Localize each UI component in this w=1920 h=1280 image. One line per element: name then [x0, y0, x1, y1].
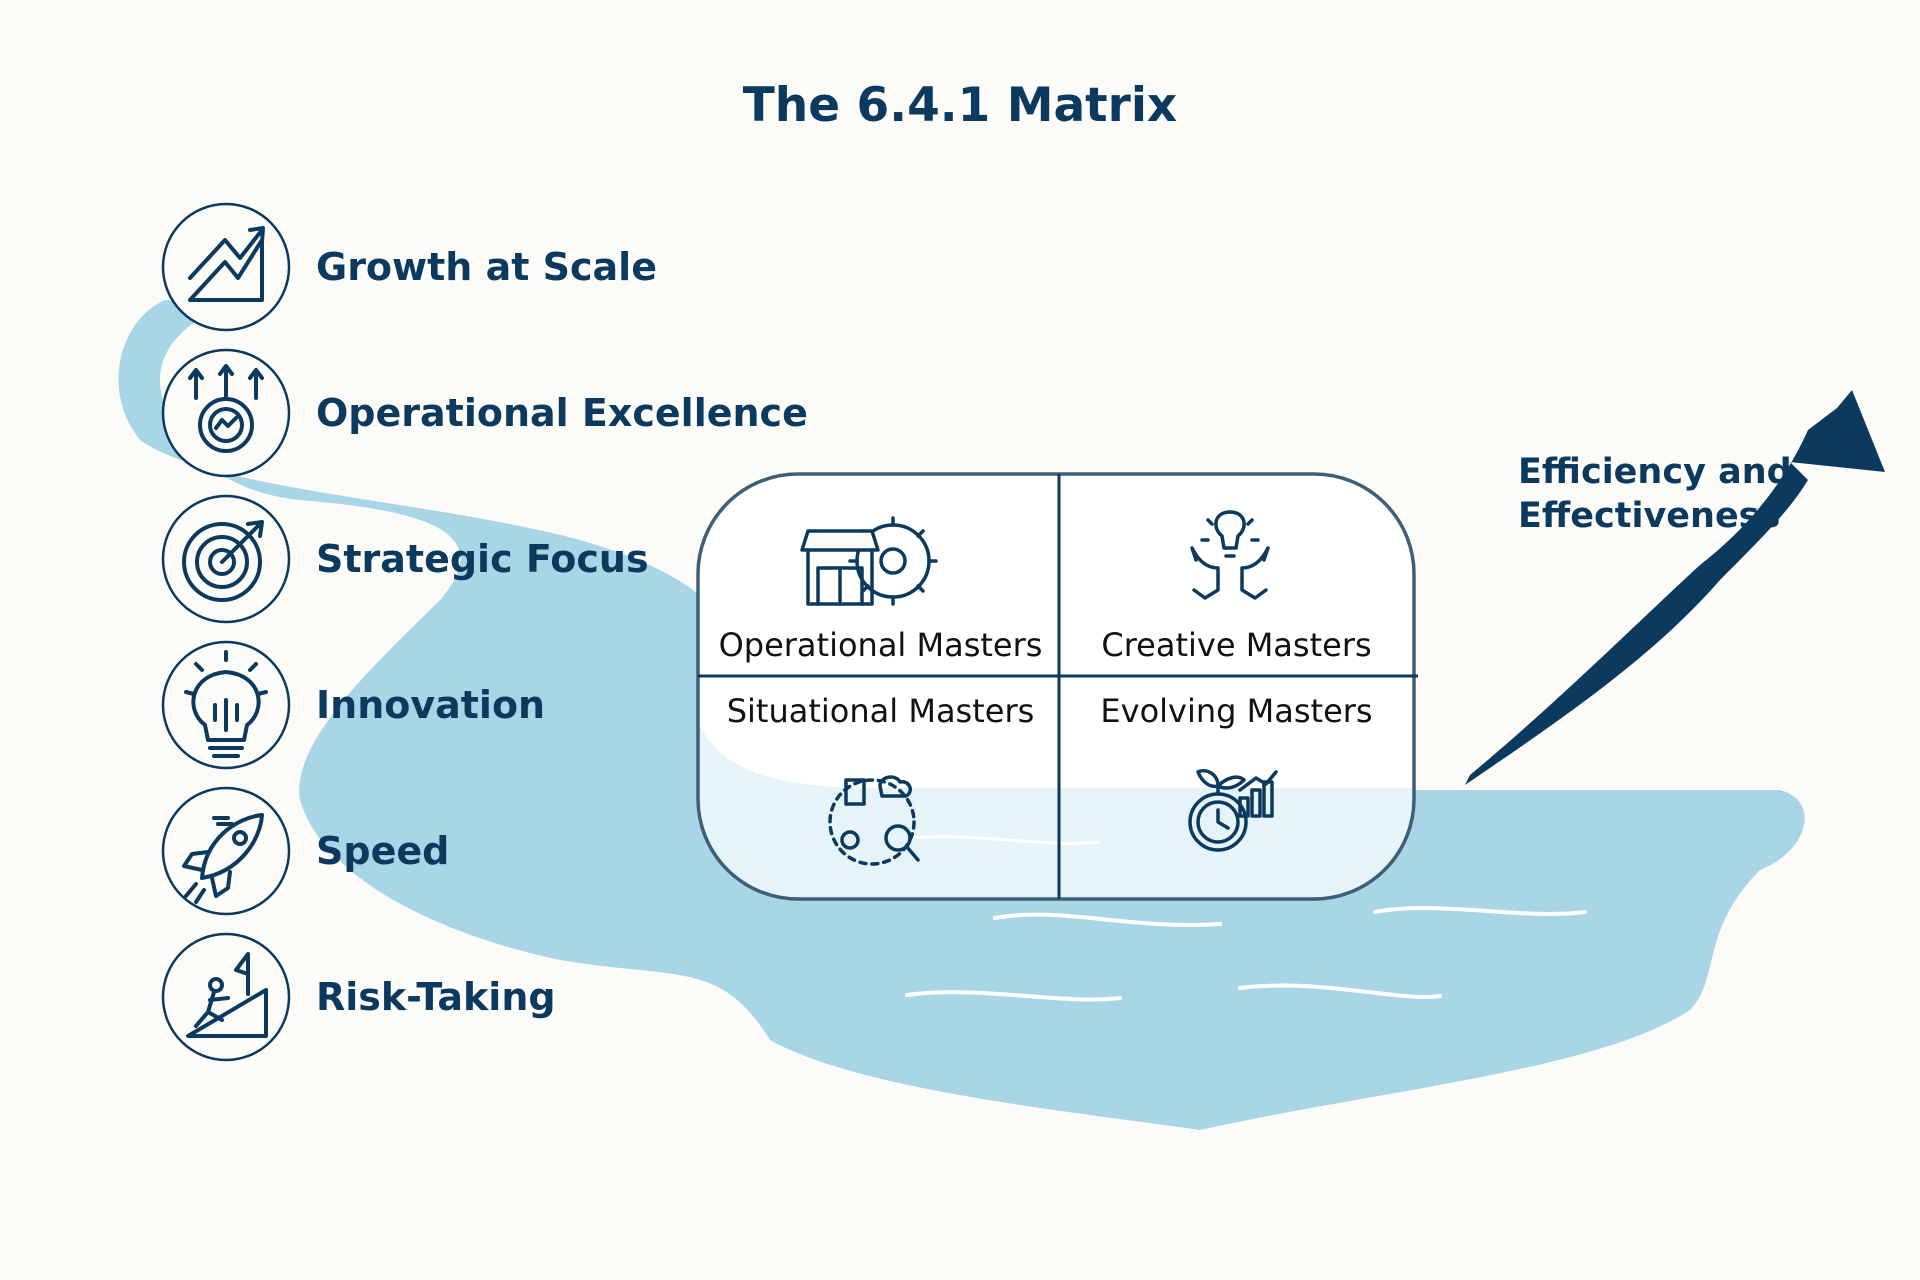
- river-shape: [118, 300, 1805, 1130]
- gear-arrows-icon: [188, 364, 264, 453]
- lightbulb-icon: [184, 650, 268, 758]
- arrow-label: Efficiency and Effectiveness: [1518, 450, 1792, 538]
- trait-icons: [161, 202, 291, 1062]
- store-gear-icon: [800, 516, 938, 606]
- quadrant-situational-masters: Situational Masters: [726, 692, 1035, 730]
- arrow-label-line2: Effectiveness: [1518, 496, 1781, 536]
- trait-risk-taking: Risk-Taking: [316, 975, 556, 1019]
- trait-circle-5: [161, 786, 291, 916]
- clock-growth-icon: [1188, 769, 1278, 852]
- arrow-label-line1: Efficiency and: [1518, 452, 1792, 492]
- quadrant-creative-masters: Creative Masters: [1101, 626, 1372, 664]
- efficiency-arrow: [1465, 390, 1885, 785]
- climber-icon: [186, 952, 268, 1038]
- rocket-icon: [182, 813, 264, 904]
- growth-chart-icon: [188, 226, 265, 302]
- trait-growth-at-scale: Growth at Scale: [316, 245, 657, 289]
- hands-lightbulb-icon: [1190, 510, 1270, 600]
- trait-strategic-focus: Strategic Focus: [316, 537, 649, 581]
- trait-operational-excellence: Operational Excellence: [316, 391, 808, 435]
- analysis-icon: [828, 775, 920, 866]
- page-title: The 6.4.1 Matrix: [742, 78, 1178, 133]
- quadrant-operational-masters: Operational Masters: [718, 626, 1043, 664]
- target-icon: [182, 520, 264, 602]
- trait-speed: Speed: [316, 829, 450, 873]
- trait-innovation: Innovation: [316, 683, 546, 727]
- quadrant-evolving-masters: Evolving Masters: [1100, 692, 1373, 730]
